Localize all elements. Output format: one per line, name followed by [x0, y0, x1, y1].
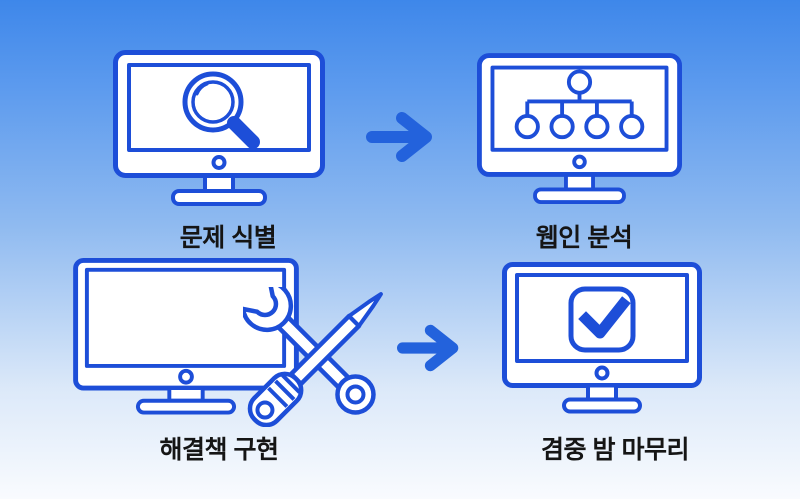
- monitor-camera-dot: [178, 368, 194, 385]
- step-label-solution-implementation: 해결책 구현: [159, 436, 279, 464]
- monitor-stand-base: [135, 398, 237, 415]
- monitor-stand-neck: [586, 383, 618, 402]
- wrench-screwdriver-icon: [243, 287, 383, 427]
- screwdriver-glyph: [247, 292, 383, 427]
- magnifier-monitor-icon: [113, 50, 325, 206]
- step-label-verification-finish: 겸중 밤 마무리: [541, 436, 689, 464]
- monitor-stand-base: [562, 397, 642, 414]
- monitor-camera-dot: [211, 155, 227, 170]
- arrow-right-icon: [397, 324, 459, 372]
- blank-monitor-icon: [73, 258, 299, 415]
- monitor-camera-dot: [594, 365, 610, 381]
- step-label-cause-analysis: 웹인 분석: [535, 224, 633, 252]
- checkbox-monitor-icon: [502, 262, 702, 414]
- arrow-right-icon: [366, 112, 432, 162]
- checkbox-glyph: [568, 286, 636, 353]
- monitor-camera-dot: [572, 154, 587, 170]
- monitor-frame: [73, 258, 299, 415]
- step-label-problem-identification: 문제 식별: [179, 224, 277, 252]
- monitor-stand-neck: [203, 174, 235, 193]
- monitor-stand-neck: [564, 173, 595, 192]
- org-chart-glyph: [514, 69, 645, 140]
- magnifier-glyph: [182, 71, 260, 149]
- monitor-stand-base: [533, 187, 626, 204]
- monitor-stand-base: [171, 189, 267, 206]
- org-chart-monitor-icon: [477, 53, 682, 204]
